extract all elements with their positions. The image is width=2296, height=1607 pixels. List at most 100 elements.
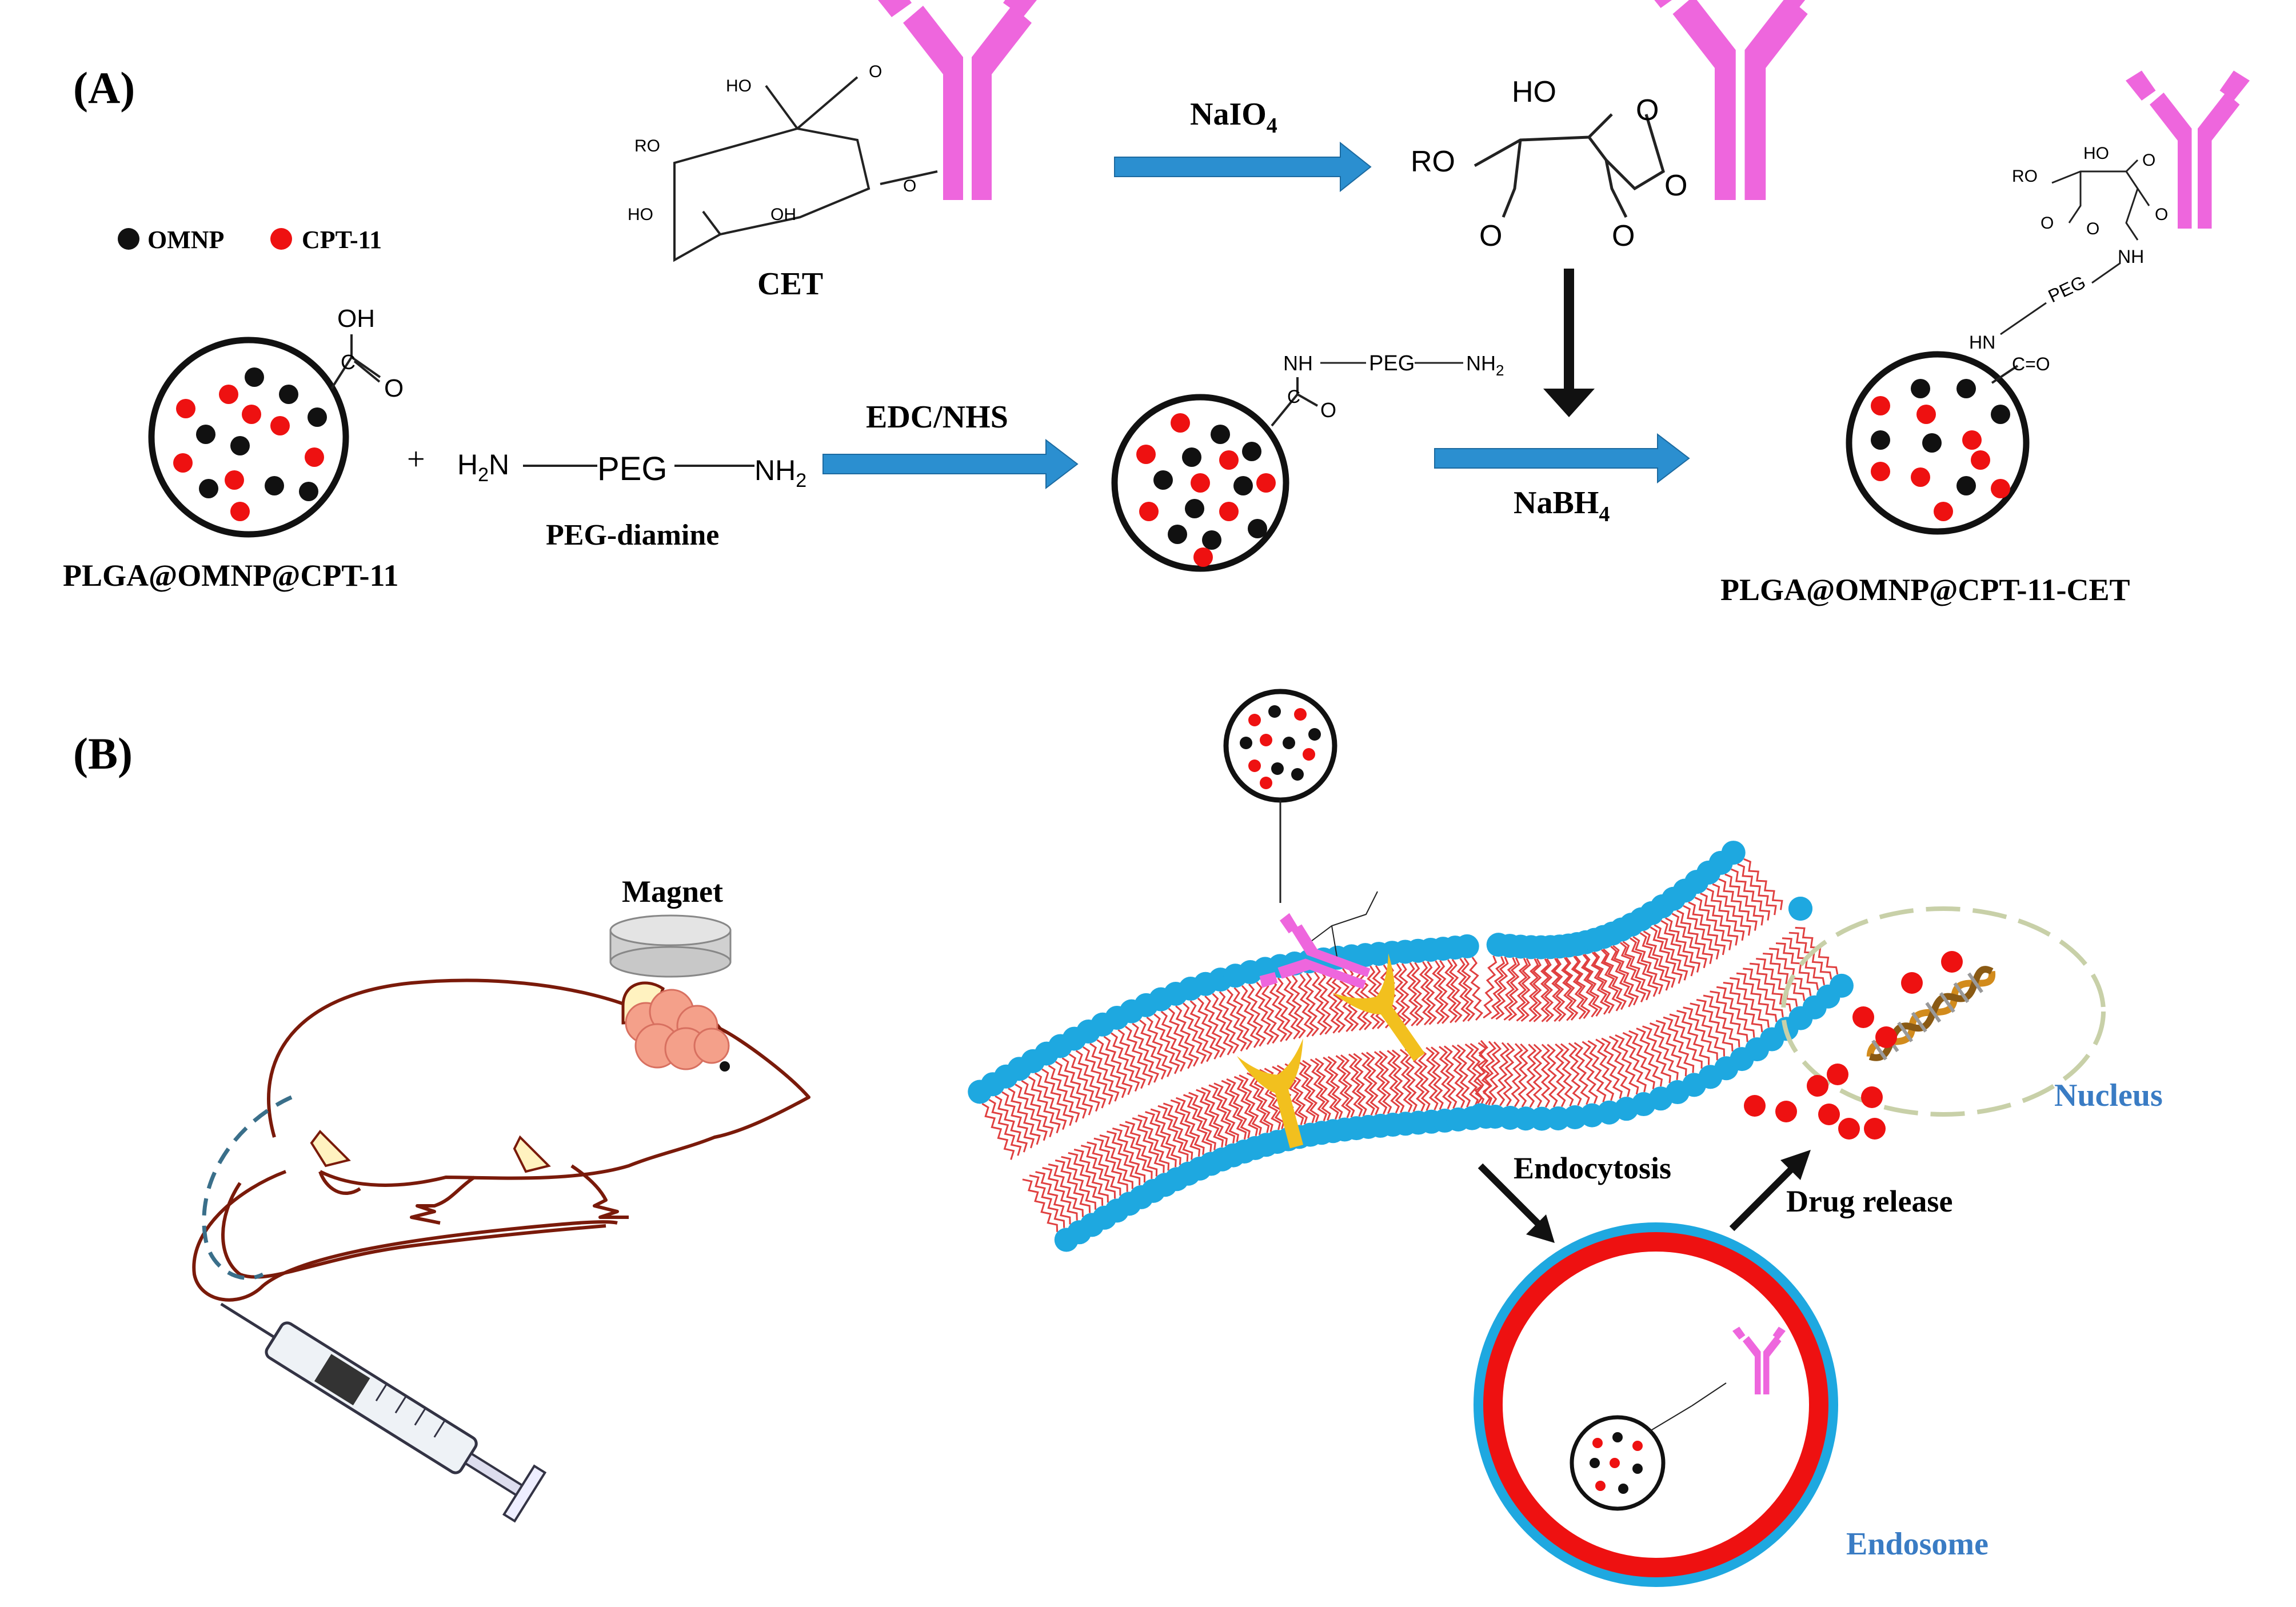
lipid-tail bbox=[981, 1103, 1015, 1160]
lipid-tail bbox=[1315, 1058, 1331, 1121]
panel-b: (B) Magnet bbox=[73, 689, 2163, 1587]
released-drug bbox=[1744, 951, 1963, 1140]
legend-omnp-marker bbox=[118, 228, 139, 250]
svg-text:C=O: C=O bbox=[2012, 354, 2050, 374]
lipid-tail bbox=[1683, 1006, 1718, 1061]
svg-text:HO: HO bbox=[2083, 144, 2109, 163]
lipid-tail bbox=[1218, 991, 1240, 1054]
nabh4-label: NaBH4 bbox=[1514, 485, 1610, 526]
lipid-tail bbox=[1595, 1038, 1615, 1101]
lipid-tail bbox=[1061, 1057, 1093, 1116]
lipid-tail bbox=[1335, 1055, 1351, 1118]
svg-text:O: O bbox=[2142, 151, 2155, 170]
svg-text:O: O bbox=[2041, 214, 2054, 233]
lipid-tail bbox=[1068, 1152, 1104, 1206]
lipid-tail bbox=[1551, 958, 1563, 1022]
lipid-tail bbox=[1587, 1040, 1607, 1102]
lipid-tail bbox=[1582, 1041, 1598, 1104]
lipid-tail bbox=[1112, 1127, 1146, 1183]
lipid-tail bbox=[1331, 969, 1346, 1033]
lipid-tail bbox=[1488, 1041, 1502, 1106]
lipid-tail bbox=[1470, 1043, 1485, 1106]
mouse-paw-front bbox=[310, 1129, 351, 1168]
lipid-tail bbox=[1696, 998, 1734, 1052]
drug-release-arrow bbox=[1729, 1160, 1800, 1232]
lipid-tail bbox=[1393, 963, 1407, 1028]
lipid-tail bbox=[1724, 873, 1764, 926]
lipid-tail bbox=[1511, 1043, 1523, 1108]
lipid-tail bbox=[1240, 985, 1261, 1048]
lipid-tail bbox=[1406, 962, 1419, 1027]
lipid-tail bbox=[1373, 1051, 1388, 1114]
lipid-tail bbox=[1183, 1094, 1212, 1152]
svg-text:C: C bbox=[1287, 386, 1300, 407]
lipid-tail bbox=[1650, 1022, 1679, 1081]
drug-release-label: Drug release bbox=[1786, 1184, 1952, 1218]
lipid-tail bbox=[1700, 892, 1739, 946]
lipid-tail bbox=[1232, 987, 1253, 1050]
lipid-tail bbox=[1348, 1053, 1363, 1117]
lipid-tail bbox=[1399, 1049, 1413, 1113]
lipid-tail bbox=[1132, 1117, 1165, 1173]
lipid-tail bbox=[1603, 948, 1627, 1010]
naio4-arrow bbox=[1114, 141, 1372, 193]
lipid-tail bbox=[1763, 953, 1806, 1001]
lipid-tail bbox=[1528, 958, 1539, 1022]
lipid-tail bbox=[1325, 969, 1341, 1034]
lipid-tail bbox=[1048, 1163, 1084, 1217]
lipid-tail bbox=[1398, 963, 1411, 1028]
naio4-label: NaIO4 bbox=[1190, 97, 1277, 138]
lipid-tail bbox=[1093, 1137, 1128, 1192]
svg-text:O: O bbox=[1320, 398, 1336, 422]
lipid-tail bbox=[1132, 1022, 1160, 1083]
svg-text:O: O bbox=[2086, 219, 2099, 238]
lipid-tail bbox=[1028, 1076, 1061, 1134]
lipid-tail bbox=[1574, 1042, 1590, 1105]
lipid-tail bbox=[1089, 1042, 1120, 1102]
lipid-tail bbox=[1150, 1108, 1181, 1165]
lipid-tail bbox=[1021, 1080, 1054, 1138]
lipid-tail bbox=[1483, 955, 1498, 1019]
lipid-tail bbox=[1327, 1056, 1343, 1120]
lipid-tail bbox=[1615, 1034, 1639, 1095]
panel-b-label: (B) bbox=[73, 729, 133, 778]
svg-text:NH: NH bbox=[1283, 351, 1313, 375]
svg-text:H2N: H2N bbox=[457, 449, 509, 486]
lipid-tail bbox=[1694, 897, 1732, 950]
nabh4-arrow bbox=[1434, 433, 1690, 484]
svg-text:O: O bbox=[903, 177, 916, 195]
lipid-tail bbox=[1221, 1080, 1247, 1140]
lipid-tail bbox=[1359, 966, 1372, 1030]
lipid-tail bbox=[1353, 1053, 1367, 1117]
svg-text:OH: OH bbox=[337, 305, 375, 333]
lipid-tail bbox=[1660, 920, 1695, 977]
nanoparticle-icon: C O NH PEG NH2 bbox=[1111, 351, 1504, 572]
svg-text:O: O bbox=[1664, 169, 1687, 202]
lipid-tail bbox=[1456, 1044, 1471, 1108]
lipid-tail bbox=[1365, 1052, 1380, 1116]
lipid-tail bbox=[1196, 1089, 1224, 1148]
svg-text:PEG: PEG bbox=[2045, 271, 2089, 306]
lipid-tail bbox=[1526, 1044, 1537, 1108]
lipid-tail bbox=[1543, 958, 1555, 1022]
edc-nhs-label: EDC/NHS bbox=[866, 399, 1008, 435]
syringe-icon bbox=[220, 1302, 547, 1523]
lipid-tail bbox=[1716, 986, 1755, 1038]
lipid-tail bbox=[1650, 926, 1683, 984]
down-arrow bbox=[1543, 269, 1595, 417]
lipid-tail bbox=[1520, 958, 1531, 1022]
lipid-tail bbox=[1111, 1032, 1140, 1092]
lipid-tail bbox=[1311, 972, 1328, 1036]
lipid-tail bbox=[1041, 1068, 1074, 1126]
lipid-tail bbox=[1743, 858, 1783, 910]
lipid-tail bbox=[1503, 1042, 1515, 1107]
svg-text:NH2: NH2 bbox=[1466, 351, 1504, 379]
lipid-tail bbox=[1474, 1040, 1488, 1104]
lipid-tail bbox=[1561, 957, 1575, 1021]
lipid-tail bbox=[1730, 977, 1770, 1028]
lipid-tail bbox=[1061, 1156, 1096, 1210]
cell-membrane bbox=[968, 775, 1854, 1252]
lipid-tail bbox=[1075, 1050, 1107, 1109]
lipid-tail bbox=[1601, 1037, 1623, 1099]
lipid-tail bbox=[1593, 951, 1615, 1014]
